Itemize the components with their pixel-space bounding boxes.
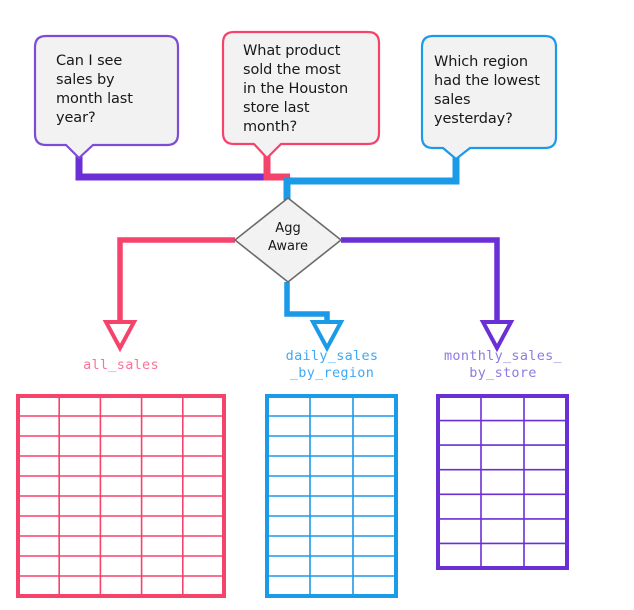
decision-node-agg-aware[interactable] xyxy=(233,196,343,284)
connector-question-pink-to-bus xyxy=(263,155,290,181)
table-all-sales-grid xyxy=(18,396,224,596)
table-monthly-sales-by-store[interactable] xyxy=(436,394,569,570)
connector-outputs-group xyxy=(117,237,500,322)
connector-question-blue-to-bus xyxy=(283,155,460,200)
speech-bubble-blue-shape xyxy=(420,34,558,161)
table-monthly-sales-border xyxy=(436,394,569,570)
connector-decision-to-daily-sales xyxy=(284,282,330,322)
table-all-sales[interactable] xyxy=(16,394,226,598)
decision-diamond-shape xyxy=(233,196,343,284)
speech-bubble-purple-shape xyxy=(33,34,180,160)
connector-decision-to-monthly-sales xyxy=(341,237,500,322)
table-monthly-sales-by-store-label: monthly_sales_ by_store xyxy=(444,348,562,381)
table-all-sales-label: all_sales xyxy=(83,357,159,373)
speech-bubble-question-lowest-region[interactable] xyxy=(420,34,558,161)
question-month-sales-label: Can I see sales by month last year? xyxy=(56,53,133,126)
table-monthly-sales-grid xyxy=(438,396,567,568)
decision-agg-aware-label: Agg Aware xyxy=(267,221,309,254)
arrowhead-monthly-sales-icon xyxy=(479,320,515,353)
connector-question-purple-to-bus xyxy=(75,155,268,181)
table-daily-sales-by-region[interactable] xyxy=(265,394,398,598)
table-daily-sales-border xyxy=(265,394,398,598)
question-houston-product-label: What product sold the most in the Housto… xyxy=(243,43,349,135)
question-lowest-region-label: Which region had the lowest sales yester… xyxy=(434,54,540,127)
table-daily-sales-grid xyxy=(267,396,396,596)
connector-bus-group xyxy=(75,155,460,200)
table-all-sales-border xyxy=(16,394,226,598)
arrowheads-group xyxy=(102,320,515,353)
speech-bubble-pink-shape xyxy=(221,30,381,160)
connector-decision-to-all-sales xyxy=(117,237,235,322)
speech-bubble-question-month-sales[interactable] xyxy=(33,34,180,160)
arrowhead-daily-sales-icon xyxy=(309,320,345,353)
arrowhead-all-sales-icon xyxy=(102,320,138,353)
table-daily-sales-by-region-label: daily_sales _by_region xyxy=(285,348,379,381)
speech-bubble-question-houston-product[interactable] xyxy=(221,30,381,160)
